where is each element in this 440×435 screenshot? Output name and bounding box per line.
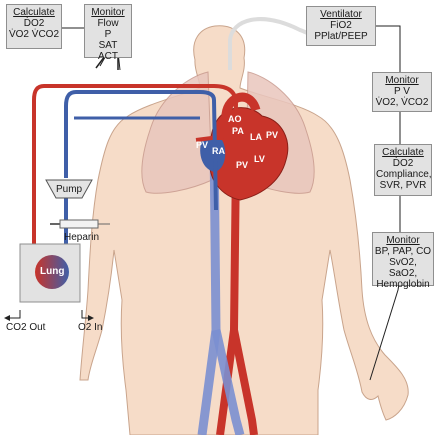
monitor-p: P: [104, 29, 112, 40]
monitor-title: Monitor: [386, 235, 420, 246]
monitor-sat: SAT: [98, 40, 118, 51]
monitor-flow: Flow: [97, 18, 119, 29]
pv-center-label: PV: [236, 160, 249, 170]
monitor-bp: BP, PAP, CO: [374, 246, 432, 257]
monitor-pv: P V: [394, 86, 410, 97]
pv-left-label: PV: [196, 140, 209, 150]
calculate-title: Calculate: [13, 7, 55, 18]
aorta-branch: [230, 329, 258, 435]
ventilator-pplat: PPlat/PEEP: [314, 31, 368, 42]
ventilator-fio2: FiO2: [330, 20, 352, 31]
ventilator-box: Ventilator FiO2 PPlat/PEEP: [306, 6, 376, 46]
calculate-box-right: Calculate ḊO2 Compliance, SVR, PVR: [374, 144, 432, 196]
heparin-label: Heparin: [64, 232, 100, 243]
circuit-arterial-line: [32, 84, 239, 244]
gas-lines: [6, 310, 92, 319]
calc-line-1: ḊO2: [23, 18, 45, 29]
monitor-vo2: V̇O2, V̇CO2: [375, 97, 429, 108]
ventilator-title: Ventilator: [320, 9, 362, 20]
right-atrium: [200, 140, 226, 172]
calc-line-2: V̇O2 V̇CO2: [8, 29, 60, 40]
la-label: LA: [250, 132, 262, 142]
pv-right-label: PV: [266, 130, 279, 140]
right-lung: [141, 71, 213, 194]
lung-label: Lung: [40, 266, 65, 277]
ao-label: AO: [228, 114, 242, 124]
calc-compliance: Compliance,: [376, 169, 432, 180]
connector-lines: [62, 25, 401, 381]
monitor-act: ACT: [98, 51, 118, 62]
o2-in-label: O2 In: [78, 322, 103, 333]
calculate-title: Calculate: [382, 147, 424, 158]
aortic-arch: [221, 92, 261, 121]
pa-label: PA: [232, 126, 244, 136]
monitor-hemoglobin: Hemoglobin: [376, 279, 430, 290]
pump: [45, 179, 93, 199]
vena-cava: [197, 139, 221, 435]
lv-label: LV: [254, 154, 265, 164]
heparin-syringe: [50, 219, 110, 229]
vena-cava-branch: [211, 329, 245, 435]
calculate-box-left: Calculate ḊO2 V̇O2 V̇CO2: [6, 4, 62, 49]
calc-do2: ḊO2: [392, 158, 414, 169]
co2-out-label: CO2 Out: [6, 322, 46, 333]
monitor-title: Monitor: [91, 7, 125, 18]
monitor-svo2: SvO2, SaO2,: [388, 257, 418, 279]
oxygenator-lung: [35, 255, 69, 289]
monitor-box-right-1: Monitor P V V̇O2, V̇CO2: [372, 72, 432, 112]
ra-label: RA: [212, 146, 225, 156]
calc-svr: SVR, PVR: [379, 180, 427, 191]
monitor-box-left: Monitor Flow P SAT ACT: [84, 4, 132, 62]
monitor-box-right-2: Monitor BP, PAP, CO SvO2, SaO2, Hemoglob…: [372, 232, 434, 290]
monitor-title: Monitor: [385, 75, 419, 86]
pump-label: Pump: [56, 184, 83, 195]
